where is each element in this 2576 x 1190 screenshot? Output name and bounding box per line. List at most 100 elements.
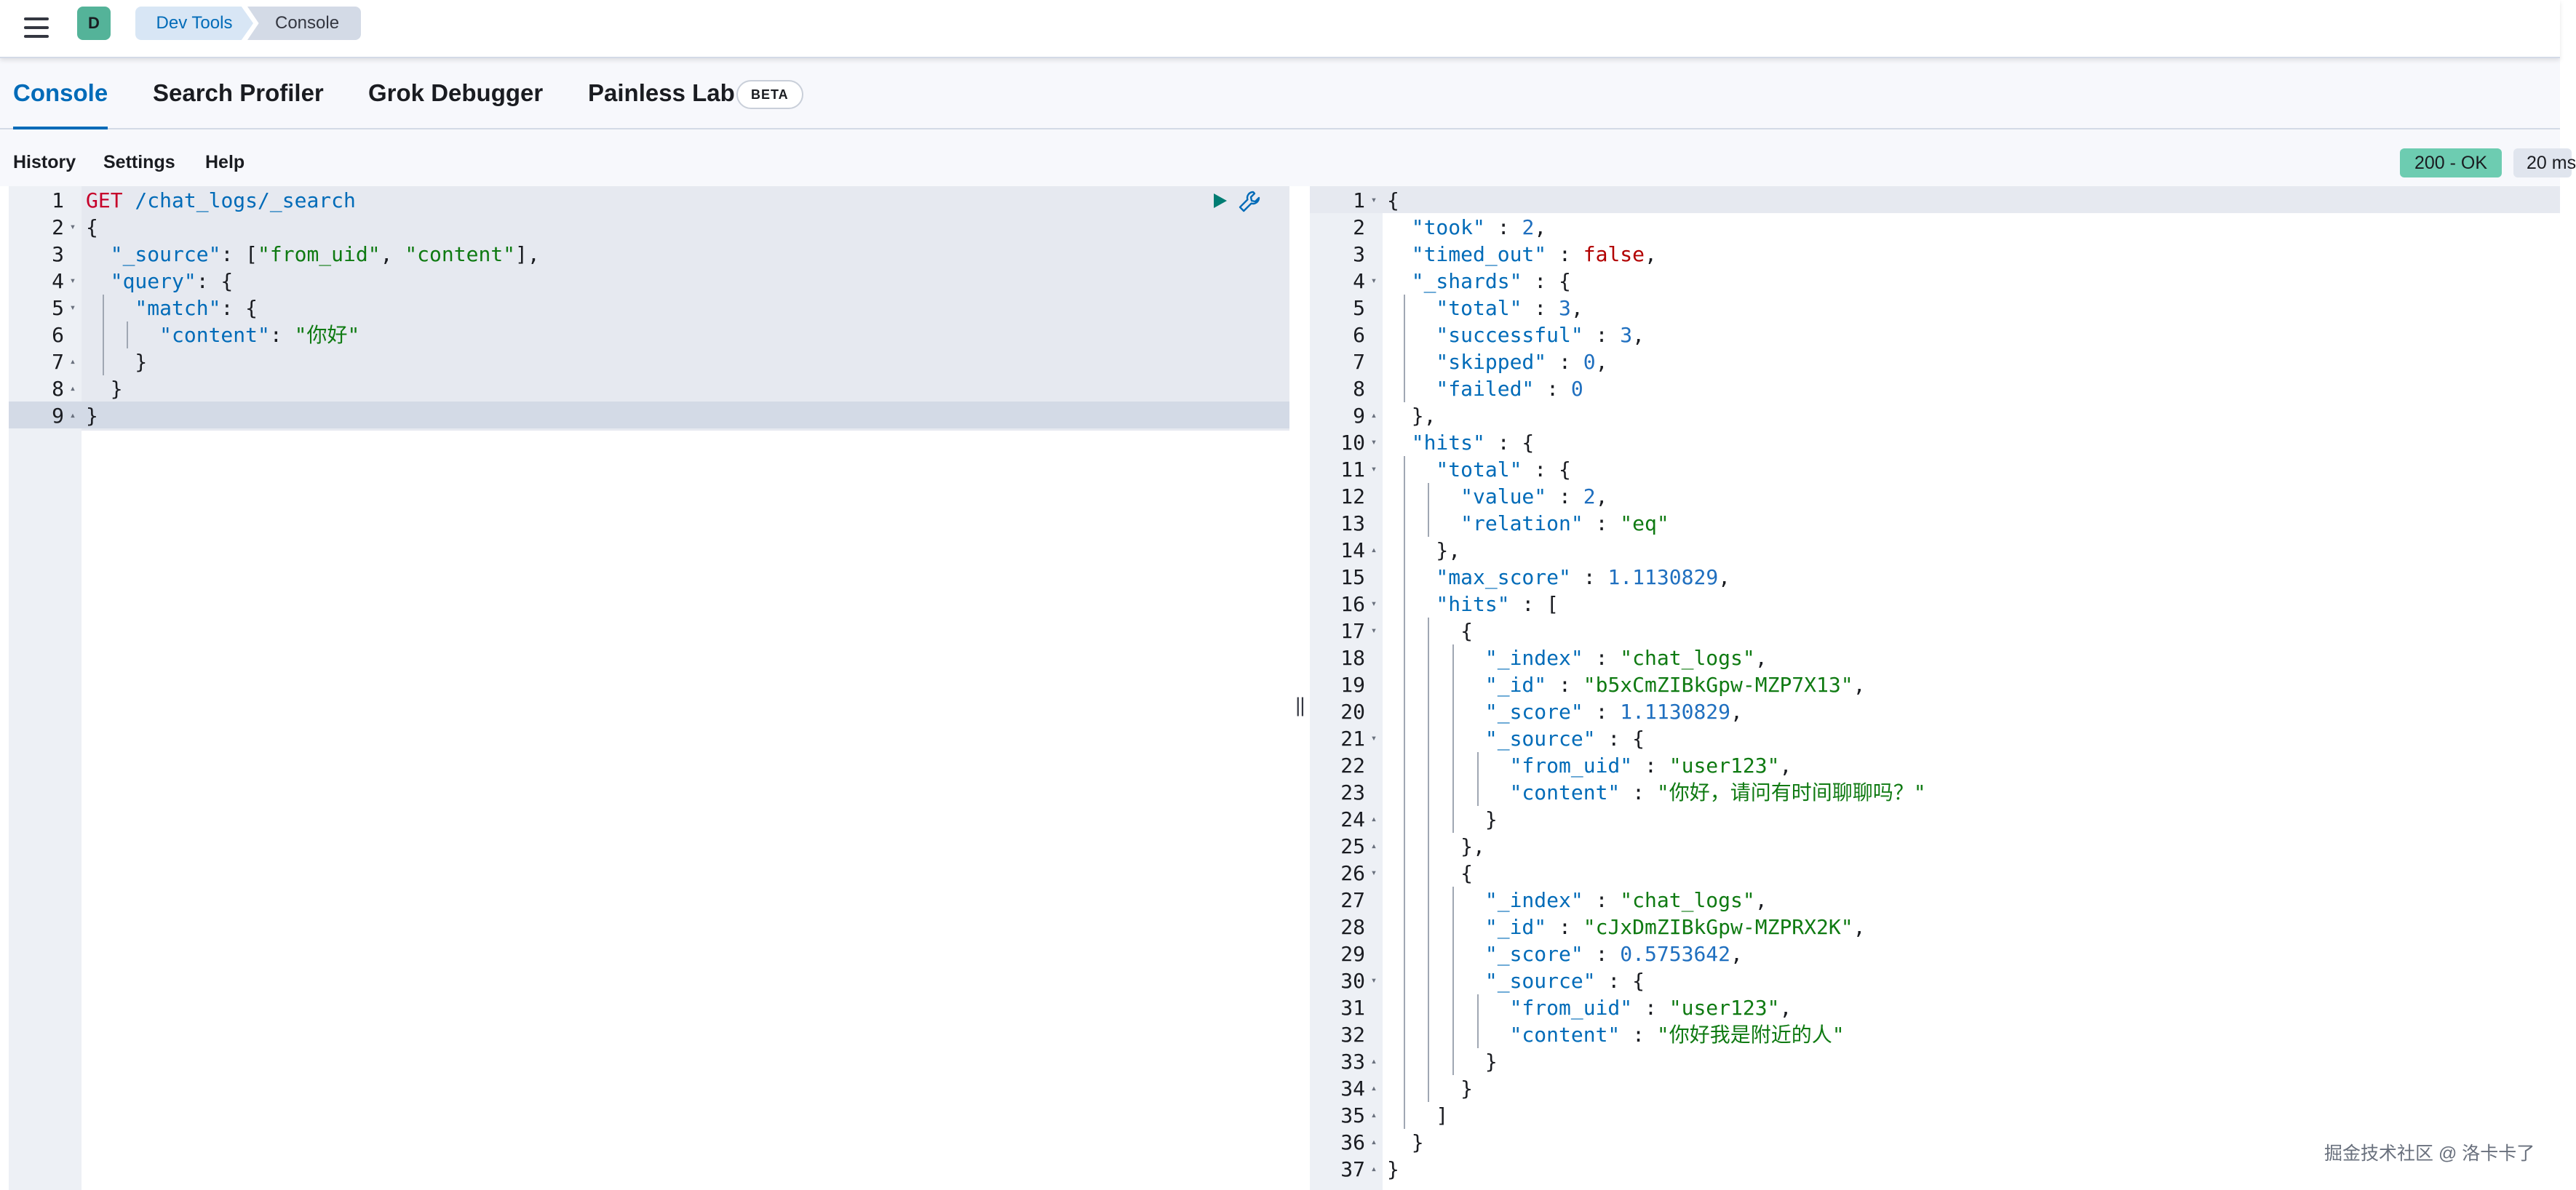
- code-token: ,: [1853, 915, 1866, 939]
- line-number: 30: [1340, 969, 1365, 993]
- play-icon[interactable]: [1209, 191, 1230, 211]
- code-text: }: [1387, 1048, 1498, 1075]
- indent-guide: [1428, 752, 1430, 779]
- menu-icon[interactable]: [22, 13, 51, 42]
- indent-guide: [1403, 941, 1405, 967]
- indent-guide: [1403, 618, 1405, 644]
- fold-caret-down-icon[interactable]: ▾: [1370, 732, 1378, 744]
- code-token: GET: [86, 188, 123, 212]
- fold-caret-down-icon[interactable]: ▾: [69, 221, 76, 233]
- code-token: 2: [1583, 484, 1596, 508]
- code-text: }: [1387, 1156, 1399, 1183]
- indent-guide: [1452, 967, 1454, 994]
- code-token: "cJxDmZIBkGpw-MZPRX2K": [1583, 915, 1853, 939]
- code-text: "_id" : "cJxDmZIBkGpw-MZPRX2K",: [1387, 914, 1866, 941]
- fold-caret-down-icon[interactable]: ▾: [1370, 463, 1378, 475]
- resize-handle-icon[interactable]: ‖: [1295, 695, 1306, 716]
- indent-guide: [1428, 671, 1430, 698]
- fold-caret-up-icon[interactable]: ▴: [69, 383, 76, 394]
- tab-search-profiler[interactable]: Search Profiler: [153, 79, 324, 106]
- fold-caret-up-icon[interactable]: ▴: [1370, 840, 1378, 852]
- indent-guide: [1403, 644, 1405, 671]
- code-token: ]: [1387, 1103, 1449, 1127]
- settings-link[interactable]: Settings: [103, 152, 175, 172]
- fold-caret-up-icon[interactable]: ▴: [69, 356, 76, 367]
- line-number: 2: [1353, 215, 1365, 239]
- line-number: 18: [1340, 646, 1365, 670]
- indent-guide: [1403, 348, 1405, 375]
- code-text: "relation" : "eq": [1387, 510, 1669, 537]
- space-avatar[interactable]: D: [77, 7, 111, 40]
- line-number: 9: [52, 404, 64, 428]
- fold-caret-up-icon[interactable]: ▴: [1370, 813, 1378, 825]
- line-number: 1: [1353, 188, 1365, 212]
- fold-caret-down-icon[interactable]: ▾: [1370, 275, 1378, 287]
- code-text: "hits" : [: [1387, 591, 1559, 618]
- code-text: "_id" : "b5xCmZIBkGpw-MZP7X13",: [1387, 671, 1866, 698]
- fold-caret-down-icon[interactable]: ▾: [1370, 194, 1378, 206]
- pane-resizer[interactable]: [1289, 186, 1310, 1190]
- fold-caret-up-icon[interactable]: ▴: [1370, 1109, 1378, 1121]
- code-token: "content": [405, 242, 516, 266]
- indent-guide: [1476, 994, 1479, 1021]
- code-token: :: [1583, 888, 1621, 912]
- code-token: "from_uid": [1387, 996, 1633, 1020]
- console-toolbar: History Settings Help: [0, 129, 2560, 186]
- fold-caret-up-icon[interactable]: ▴: [1370, 1082, 1378, 1094]
- indent-guide: [1452, 752, 1454, 779]
- code-token: }: [86, 350, 148, 374]
- breadcrumb-dev-tools[interactable]: Dev Tools: [135, 7, 253, 40]
- code-token: "hits": [1387, 431, 1485, 455]
- indent-guide: [1403, 752, 1405, 779]
- fold-caret-down-icon[interactable]: ▾: [69, 302, 76, 314]
- code-text: }: [1387, 1129, 1424, 1156]
- tab-painless-lab[interactable]: Painless Lab: [588, 79, 735, 106]
- code-token: "failed": [1387, 377, 1535, 401]
- code-token: "_score": [1387, 942, 1583, 966]
- fold-caret-down-icon[interactable]: ▾: [1370, 975, 1378, 986]
- code-text: }: [86, 375, 123, 402]
- request-time-badge: 20 ms: [2513, 148, 2576, 177]
- line-number: 5: [1353, 296, 1365, 320]
- wrench-icon[interactable]: [1237, 189, 1262, 214]
- fold-caret-down-icon[interactable]: ▾: [1370, 436, 1378, 448]
- fold-caret-down-icon[interactable]: ▾: [1370, 598, 1378, 610]
- indent-guide: [1452, 994, 1454, 1021]
- code-token: :: [1583, 700, 1621, 724]
- fold-caret-up-icon[interactable]: ▴: [69, 410, 76, 421]
- indent-guide: [1452, 914, 1454, 941]
- code-text: "total" : 3,: [1387, 295, 1583, 322]
- indent-guide: [1476, 1021, 1479, 1048]
- fold-caret-up-icon[interactable]: ▴: [1370, 1163, 1378, 1175]
- fold-caret-up-icon[interactable]: ▴: [1370, 1136, 1378, 1148]
- help-link[interactable]: Help: [205, 152, 245, 172]
- code-token: :: [1522, 296, 1559, 320]
- code-token: "from_uid": [258, 242, 381, 266]
- indent-guide: [1428, 941, 1430, 967]
- code-token: ],: [515, 242, 540, 266]
- code-text: }: [1387, 1075, 1473, 1102]
- tab-console[interactable]: Console: [13, 58, 108, 129]
- history-link[interactable]: History: [13, 152, 76, 172]
- request-empty-area: [82, 431, 1289, 1190]
- response-editor[interactable]: 1▾{2 "took" : 2,3 "timed_out" : false,4▾…: [1310, 186, 2560, 1190]
- code-token: : {: [1595, 727, 1645, 751]
- code-token: ,: [1779, 996, 1792, 1020]
- tab-grok-debugger[interactable]: Grok Debugger: [368, 79, 544, 106]
- line-number: 27: [1340, 888, 1365, 912]
- line-number: 7: [1353, 350, 1365, 374]
- code-token: "relation": [1387, 511, 1583, 535]
- indent-guide: [1403, 1048, 1405, 1075]
- fold-caret-down-icon[interactable]: ▾: [1370, 625, 1378, 636]
- request-gutter: [9, 186, 82, 1190]
- line-number: 36: [1340, 1130, 1365, 1154]
- fold-caret-up-icon[interactable]: ▴: [1370, 544, 1378, 556]
- request-active-line: [9, 402, 1289, 428]
- code-token: },: [1387, 404, 1436, 428]
- fold-caret-down-icon[interactable]: ▾: [1370, 867, 1378, 879]
- code-token: ,: [1718, 565, 1731, 589]
- fold-caret-down-icon[interactable]: ▾: [69, 275, 76, 287]
- fold-caret-up-icon[interactable]: ▴: [1370, 1055, 1378, 1067]
- fold-caret-up-icon[interactable]: ▴: [1370, 410, 1378, 421]
